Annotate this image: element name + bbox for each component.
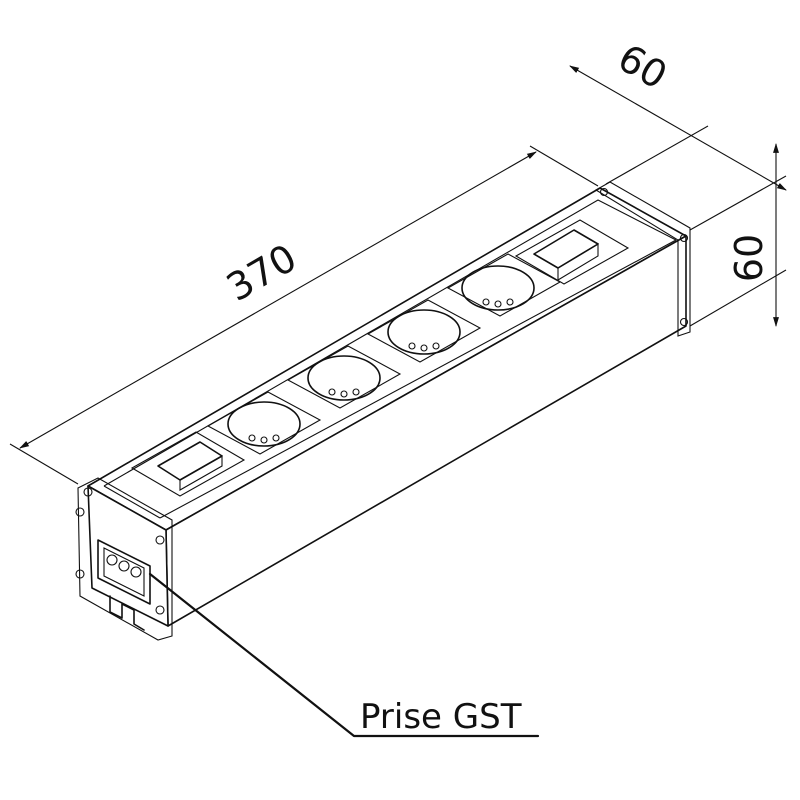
cap-screw: [83, 487, 93, 497]
cap-screw: [155, 535, 165, 545]
dimension-width-value: 60: [611, 36, 675, 98]
callout-label: Prise GST: [360, 697, 522, 737]
top-face-rim-front: [103, 485, 161, 519]
cap-screw: [679, 233, 689, 243]
dimension-height: 60: [689, 143, 787, 327]
rocker-switch-back: [514, 219, 630, 285]
cap-screw: [155, 605, 165, 615]
cap-screw: [75, 569, 85, 579]
dimension-length-value: 370: [219, 236, 304, 310]
callout-prise-gst: Prise GST: [148, 572, 540, 738]
dimension-height-value: 60: [727, 234, 771, 282]
cap-screw: [75, 507, 85, 517]
rocker-switch-front: [130, 431, 246, 497]
callout-leader: [148, 572, 540, 738]
gst-connector: [97, 539, 151, 631]
front-end-cap: [77, 477, 173, 641]
cap-screw: [679, 317, 689, 327]
mounting-clip: [109, 595, 145, 631]
